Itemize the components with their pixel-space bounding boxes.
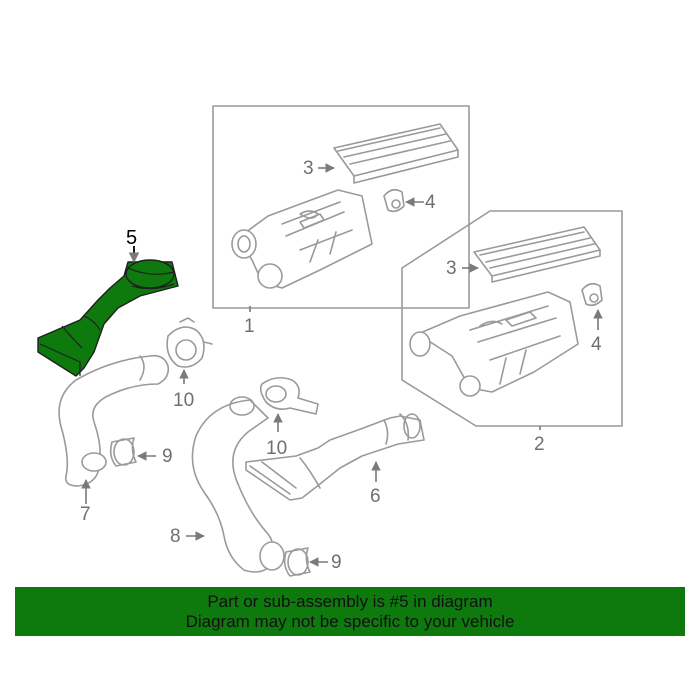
sensor-part-4a: [383, 188, 405, 213]
leader-lines: [81, 163, 603, 567]
intake-duct-part-5: [37, 259, 179, 377]
banner-line-2: Diagram may not be specific to your vehi…: [185, 611, 515, 631]
callout-9-upper: 9: [162, 446, 173, 467]
clamp-part-9a: [109, 437, 137, 467]
callout-3-upper: 3: [303, 158, 314, 179]
filter-element-part-3b: [473, 226, 601, 283]
callout-9-lower: 9: [331, 552, 342, 573]
callout-4-upper: 4: [425, 192, 436, 213]
callout-2: 2: [534, 434, 545, 455]
callout-4-lower: 4: [591, 334, 602, 355]
air-cleaner-housing-1: [231, 189, 373, 289]
callout-1: 1: [244, 316, 255, 337]
callout-10-upper: 10: [173, 390, 194, 411]
callout-8: 8: [170, 526, 181, 547]
connector-part-10b: [259, 376, 319, 415]
callout-5: 5: [126, 227, 137, 249]
clamp-part-9b: [283, 547, 311, 577]
callout-6: 6: [370, 486, 381, 507]
air-cleaner-assembly-2: [401, 210, 623, 427]
air-cleaner-housing-2: [409, 291, 579, 397]
sensor-part-4b: [581, 282, 603, 307]
callout-10-lower: 10: [266, 438, 287, 459]
part-notice-banner: Part or sub-assembly is #5 in diagram Di…: [15, 587, 685, 636]
banner-line-1: Part or sub-assembly is #5 in diagram: [207, 591, 493, 611]
air-cleaner-assembly-1: [212, 105, 470, 309]
callout-3-lower: 3: [446, 258, 457, 279]
filter-element-part-3a: [333, 123, 459, 184]
duct-part-6: [245, 413, 425, 501]
connector-part-10a: [166, 317, 213, 368]
hose-part-8: [191, 396, 285, 573]
hose-part-7: [58, 354, 170, 487]
callout-7: 7: [80, 504, 91, 525]
